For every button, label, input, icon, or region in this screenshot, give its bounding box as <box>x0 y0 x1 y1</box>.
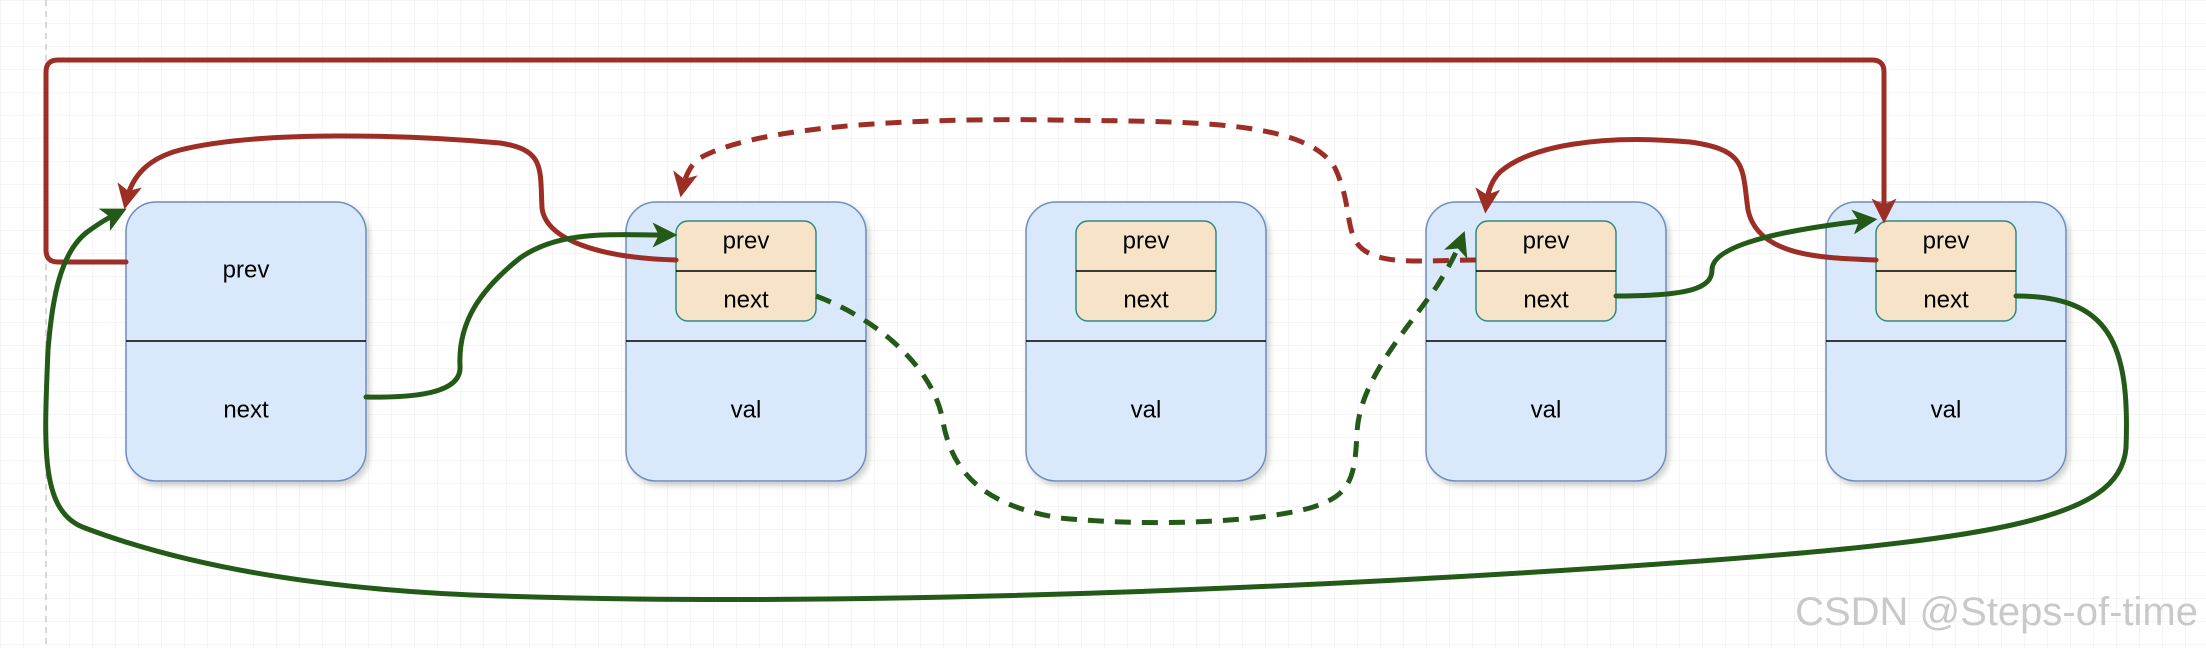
node-2-val-label: val <box>1131 396 1162 423</box>
node-4-prev-label: prev <box>1923 227 1970 254</box>
prev-arrow-head-to-node4 <box>43 57 1897 265</box>
node-1-prev-label: prev <box>723 227 770 254</box>
node-3-next-label: next <box>1523 286 1569 313</box>
next-arrow-node1-to-node3-dashed <box>815 231 1468 526</box>
node-4[interactable]: prev next val <box>1825 201 2067 482</box>
next-arrow-node3-to-node4 <box>1613 209 1878 299</box>
prev-arrow-node4-to-node3 <box>1475 137 1879 263</box>
node-4-next-label: next <box>1923 286 1969 313</box>
node-2-next-label: next <box>1123 286 1169 313</box>
node-1-val-label: val <box>731 396 762 423</box>
prev-arrow-node1-to-head <box>117 133 679 263</box>
next-arrow-node4-to-head <box>43 208 2129 603</box>
prev-arrow-node3-to-node1-dashed <box>673 117 1477 264</box>
next-arrow-head-to-node1 <box>363 222 678 400</box>
node-2-prev-label: prev <box>1123 227 1170 254</box>
node-1-next-label: next <box>723 286 769 313</box>
node-1[interactable]: prev next val <box>625 201 867 482</box>
watermark-text: CSDN @Steps-of-time <box>1795 590 2198 634</box>
head-node[interactable]: prev next <box>125 201 367 482</box>
head-prev-label: prev <box>223 256 270 283</box>
node-3-prev-label: prev <box>1523 227 1570 254</box>
node-3-val-label: val <box>1531 396 1562 423</box>
node-2[interactable]: prev next val <box>1025 201 1267 482</box>
node-4-val-label: val <box>1931 396 1962 423</box>
head-next-label: next <box>223 396 269 423</box>
node-3[interactable]: prev next val <box>1425 201 1667 482</box>
